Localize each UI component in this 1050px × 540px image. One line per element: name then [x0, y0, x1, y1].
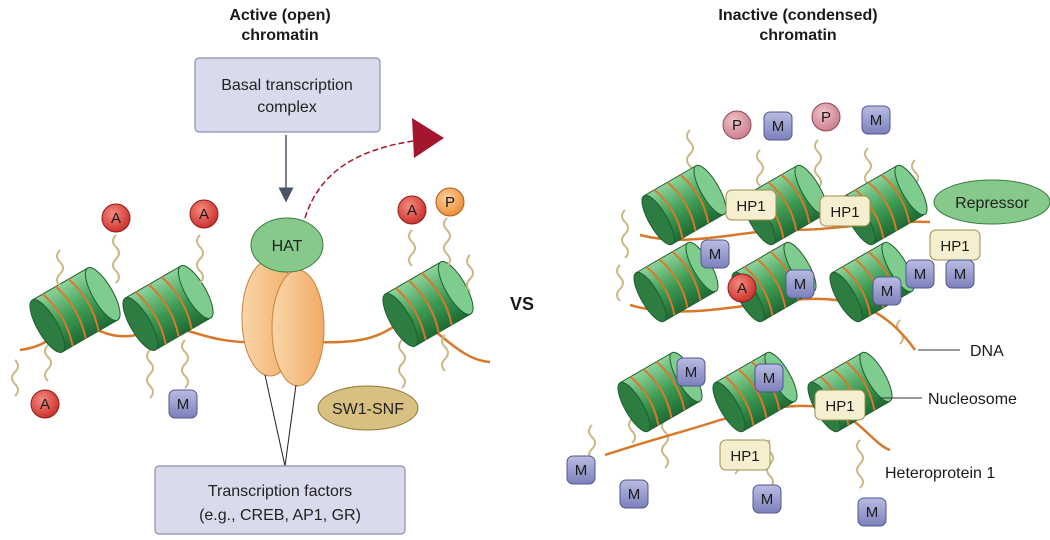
transcription-arrow: [304, 118, 444, 219]
svg-text:M: M: [628, 486, 641, 503]
nucleosome: [29, 267, 121, 353]
svg-text:HP1: HP1: [830, 204, 859, 221]
acetyl-mark: A: [727, 273, 757, 303]
vs-label: VS: [510, 294, 534, 314]
histone-tails: [11, 217, 474, 399]
swi-snf-complex: SW1-SNF: [317, 385, 419, 431]
methyl-mark: M: [619, 479, 649, 509]
hp1-protein: HP1: [819, 195, 871, 227]
methyl-mark: M: [857, 497, 887, 527]
inactive-title-line1: Inactive (condensed): [718, 7, 877, 24]
svg-text:HP1: HP1: [825, 398, 854, 415]
nucleosome: [712, 351, 798, 433]
active-title-line1: Active (open): [229, 7, 330, 24]
phospho-mark: P: [722, 110, 752, 140]
dna-label: DNA: [970, 343, 1004, 360]
svg-text:M: M: [954, 266, 967, 283]
tf-label-line2: (e.g., CREB, AP1, GR): [199, 507, 361, 524]
tf-connector-lines: [264, 374, 297, 467]
methyl-mark: M: [676, 357, 706, 387]
methyl-mark: M: [168, 389, 198, 419]
active-title-line2: chromatin: [241, 27, 318, 44]
basal-label-line1: Basal transcription: [221, 77, 353, 94]
hat-complex: HAT: [250, 217, 324, 273]
svg-text:A: A: [407, 202, 417, 219]
svg-text:P: P: [732, 117, 742, 134]
nucleosome: [382, 261, 474, 347]
hp1-protein: HP1: [719, 439, 771, 471]
svg-text:M: M: [870, 112, 883, 129]
nucleosome: [641, 164, 727, 246]
nucleosome: [122, 265, 214, 351]
repressor-label: Repressor: [955, 195, 1029, 212]
svg-text:M: M: [761, 491, 774, 508]
methyl-mark: M: [763, 111, 793, 141]
hp1-protein: HP1: [814, 389, 866, 421]
acetyl-mark: A: [30, 389, 60, 419]
nucleosome: [633, 241, 719, 323]
svg-text:P: P: [821, 109, 831, 126]
svg-text:A: A: [40, 396, 50, 413]
phospho-mark: P: [435, 187, 465, 217]
svg-text:HP1: HP1: [730, 448, 759, 465]
svg-text:M: M: [866, 504, 879, 521]
svg-text:M: M: [881, 283, 894, 300]
phospho-mark: P: [811, 102, 841, 132]
basal-transcription-complex-box: Basal transcription complex: [194, 57, 381, 133]
svg-text:A: A: [111, 210, 121, 227]
methyl-mark: M: [752, 484, 782, 514]
swi-snf-label: SW1-SNF: [332, 401, 404, 418]
inactive-title-line2: chromatin: [759, 27, 836, 44]
methyl-mark: M: [754, 363, 784, 393]
svg-text:M: M: [914, 266, 927, 283]
transcription-complex: [241, 259, 325, 387]
methyl-mark: M: [566, 455, 596, 485]
svg-text:HP1: HP1: [940, 238, 969, 255]
tf-label-line1: Transcription factors: [208, 483, 352, 500]
svg-text:M: M: [772, 118, 785, 135]
methyl-mark: M: [785, 269, 815, 299]
hp1-protein: HP1: [725, 189, 777, 221]
acetyl-mark: A: [189, 199, 219, 229]
nucleosome: [829, 241, 915, 323]
basal-label-line2: complex: [257, 99, 317, 116]
svg-text:M: M: [685, 364, 698, 381]
svg-text:P: P: [445, 194, 455, 211]
hp1-protein: HP1: [929, 229, 981, 261]
svg-text:M: M: [709, 246, 722, 263]
svg-text:A: A: [737, 280, 747, 297]
acetyl-mark: A: [397, 195, 427, 225]
methyl-mark: M: [905, 259, 935, 289]
svg-text:HP1: HP1: [736, 198, 765, 215]
acetyl-mark: A: [101, 203, 131, 233]
svg-text:M: M: [177, 396, 190, 413]
hat-label: HAT: [272, 238, 303, 255]
svg-text:M: M: [575, 462, 588, 479]
svg-text:M: M: [763, 370, 776, 387]
methyl-mark: M: [861, 105, 891, 135]
svg-text:M: M: [794, 276, 807, 293]
nucleosome-label: Nucleosome: [928, 391, 1017, 408]
histone-tails: [588, 129, 919, 489]
methyl-mark: M: [872, 276, 902, 306]
transcription-factors-box: Transcription factors (e.g., CREB, AP1, …: [154, 465, 406, 535]
heteroprotein-label: Heteroprotein 1: [885, 465, 995, 482]
svg-text:A: A: [199, 206, 209, 223]
repressor: Repressor: [933, 179, 1050, 225]
methyl-mark: M: [700, 239, 730, 269]
methyl-mark: M: [945, 259, 975, 289]
